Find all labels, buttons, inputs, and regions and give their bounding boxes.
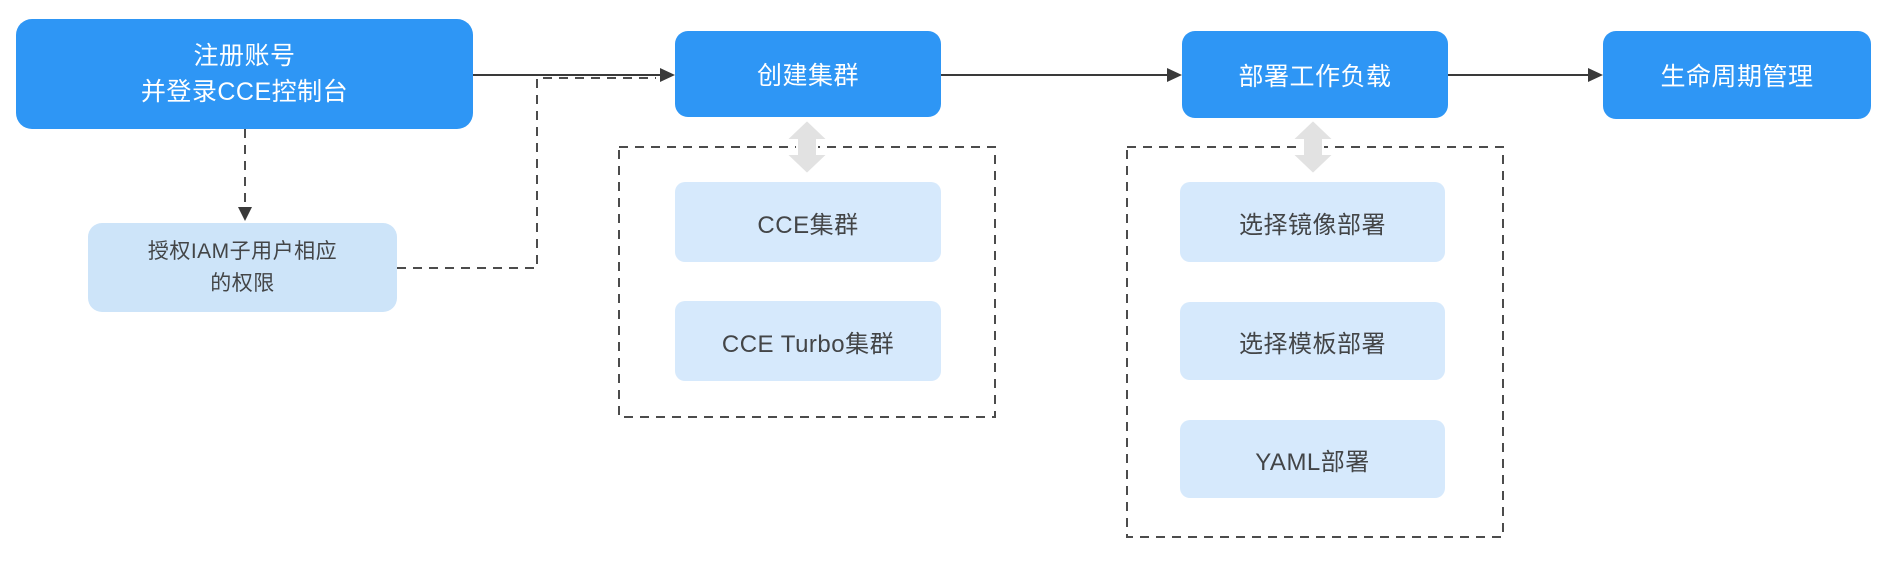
cluster-type-group-border [618, 146, 996, 418]
arrowhead-deploy-to-lifecycle [1588, 68, 1603, 82]
option-deploy-by-template[interactable]: 选择模板部署 [1180, 302, 1445, 380]
arrowhead-register-to-note [238, 207, 252, 221]
step-deploy-workload[interactable]: 部署工作负载 [1182, 31, 1448, 118]
step-lifecycle-management[interactable]: 生命周期管理 [1603, 31, 1871, 119]
option-cce-cluster[interactable]: CCE集群 [675, 182, 941, 262]
step-create-cluster[interactable]: 创建集群 [675, 31, 941, 117]
note-iam-authorization[interactable]: 授权IAM子用户相应 的权限 [88, 223, 397, 312]
vertical-double-arrow-icon-deploy [1289, 118, 1337, 176]
arrowhead-register-to-create [660, 68, 675, 82]
option-deploy-by-yaml[interactable]: YAML部署 [1180, 420, 1445, 498]
dashed-path-note-to-create [397, 77, 656, 269]
arrowhead-create-to-deploy [1167, 68, 1182, 82]
option-cce-turbo-cluster[interactable]: CCE Turbo集群 [675, 301, 941, 381]
step-register-login[interactable]: 注册账号 并登录CCE控制台 [16, 19, 473, 129]
vertical-double-arrow-icon-cluster [783, 118, 831, 176]
deploy-method-group-border [1126, 146, 1504, 538]
option-deploy-by-image[interactable]: 选择镜像部署 [1180, 182, 1445, 262]
